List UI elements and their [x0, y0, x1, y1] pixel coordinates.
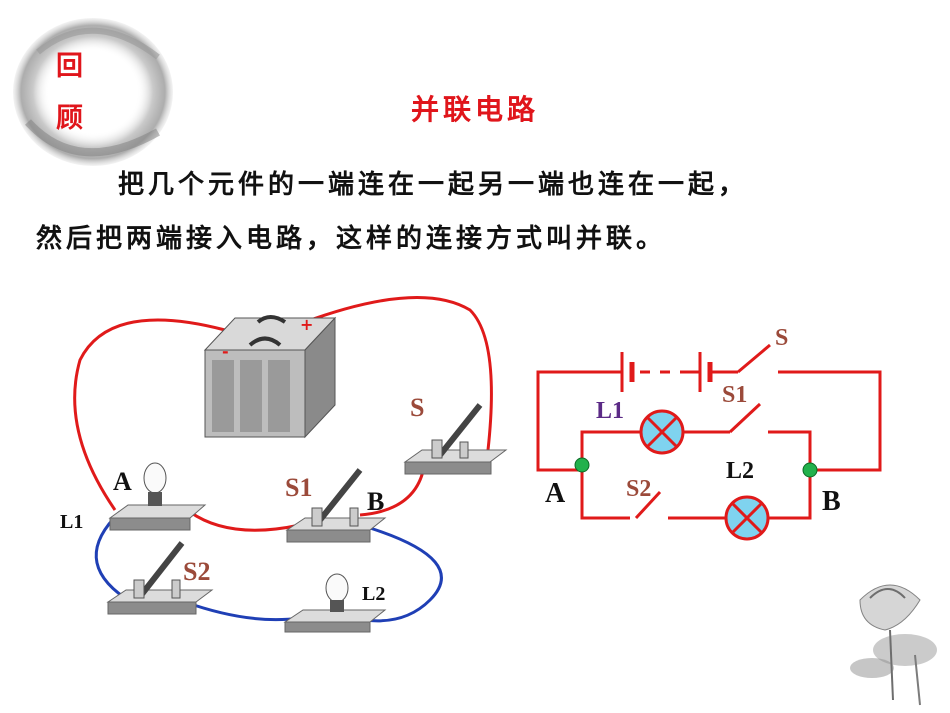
- page-title: 并联电路: [410, 93, 539, 126]
- badge-char-2: 顾: [56, 103, 83, 134]
- schematic-label-s: S: [775, 325, 788, 351]
- schematic-switch-s2: [634, 490, 662, 520]
- schematic-wire-top-left: [536, 370, 585, 472]
- ink-brush-circle-icon: [13, 18, 173, 166]
- schematic-label-l2: L2: [726, 458, 754, 484]
- battery-minus-label: -: [222, 342, 229, 361]
- battery-plus-label: +: [300, 315, 313, 334]
- schematic-lamp-l1-icon: [639, 409, 685, 455]
- wire-red-top: [73, 318, 226, 511]
- physical-label-s1: S1: [285, 473, 312, 502]
- physical-label-s: S: [410, 393, 424, 422]
- schematic-wire-l1-right: [768, 430, 812, 470]
- schematic-label-s1: S1: [722, 382, 747, 408]
- definition-line-1: 把几个元件的一端连在一起另一端也连在一起，: [118, 170, 749, 200]
- physical-label-a: A: [113, 467, 132, 496]
- schematic-node-b-icon: [802, 462, 818, 478]
- lamp-l1-board: [108, 462, 207, 531]
- schematic-lamp-l2-icon: [724, 495, 770, 541]
- physical-label-b: B: [367, 487, 384, 516]
- schematic-label-s2: S2: [626, 476, 651, 502]
- schematic-label-l1: L1: [596, 398, 624, 424]
- battery-icon: [203, 315, 337, 439]
- schematic-node-a-icon: [574, 457, 590, 473]
- switch-s1-board: [285, 468, 387, 543]
- badge-char-1: 回: [56, 51, 83, 82]
- schematic-label-a: A: [545, 478, 566, 509]
- wire-blue-right: [364, 526, 443, 623]
- lamp-l2-board: [283, 573, 387, 633]
- switch-s2-board: [106, 541, 214, 615]
- schematic-wire-l2-right: [668, 470, 812, 520]
- physical-label-l1: L1: [60, 511, 83, 533]
- wire-red-right: [304, 296, 493, 451]
- physical-label-l2: L2: [362, 583, 385, 605]
- schematic-wire-l2-branch: [580, 470, 630, 520]
- physical-label-s2: S2: [183, 557, 210, 586]
- schematic-switch-s1: [728, 402, 762, 434]
- schematic-wire-top-right: [778, 370, 882, 472]
- schematic-label-b: B: [822, 486, 841, 517]
- schematic-wire-l1-branch: [580, 430, 730, 470]
- switch-s-board: [403, 403, 508, 475]
- schematic-switch-s: [737, 343, 771, 374]
- definition-line-2: 然后把两端接入电路，这样的连接方式叫并联。: [36, 224, 667, 254]
